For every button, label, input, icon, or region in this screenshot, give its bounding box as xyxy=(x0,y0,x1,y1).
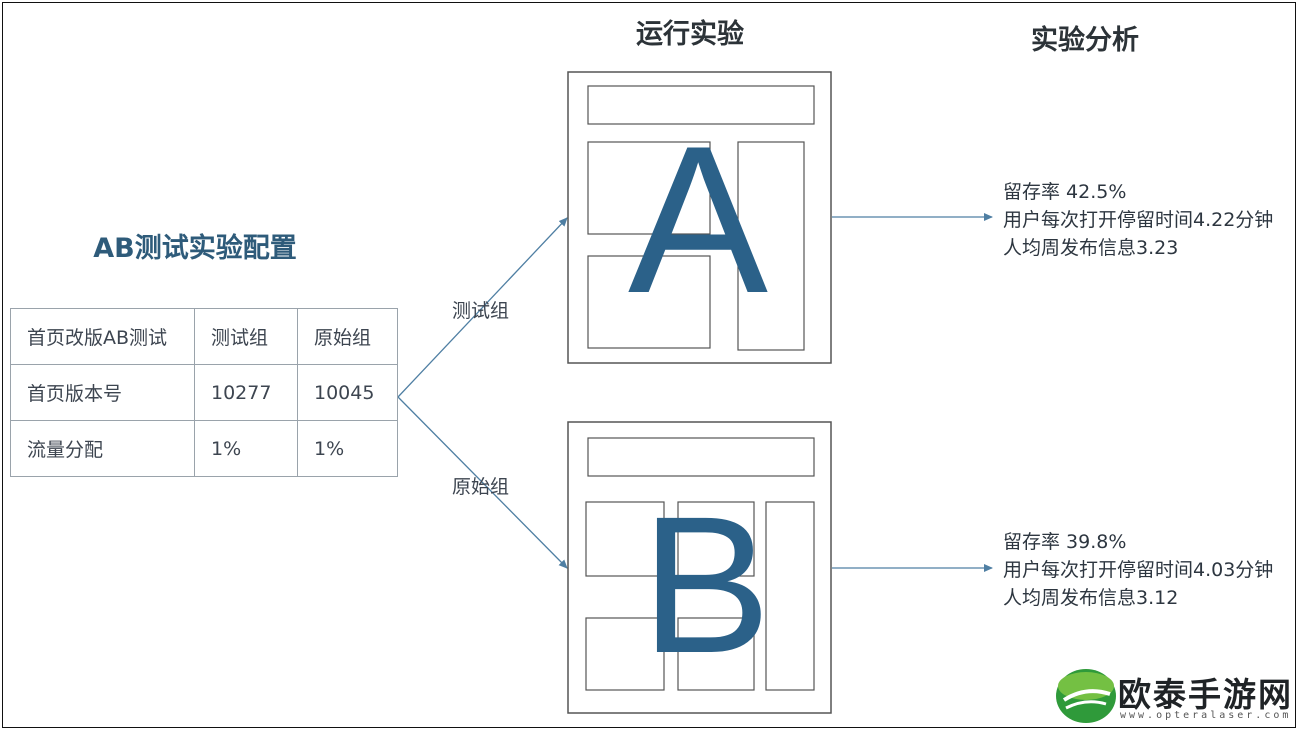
table-cell: 首页改版AB测试 xyxy=(10,308,195,365)
result-duration-a: 用户每次打开停留时间4.22分钟 xyxy=(1003,209,1274,231)
table-cell: 首页版本号 xyxy=(10,364,195,421)
arrow-to-original xyxy=(397,396,568,569)
results-a: 留存率 42.5% 用户每次打开停留时间4.22分钟 人均周发布信息3.23 xyxy=(1003,178,1273,262)
result-duration-b: 用户每次打开停留时间4.03分钟 xyxy=(1003,559,1274,581)
table-row: 首页版本号 10277 10045 xyxy=(10,364,398,421)
result-retention-a: 留存率 42.5% xyxy=(1003,181,1127,203)
config-title: AB测试实验配置 xyxy=(93,233,297,264)
result-posts-a: 人均周发布信息3.23 xyxy=(1003,237,1179,259)
table-cell: 10277 xyxy=(194,364,298,421)
watermark-text: 欧泰手游网 xyxy=(1118,675,1293,714)
table-row: 首页改版AB测试 测试组 原始组 xyxy=(10,308,398,365)
table-cell: 原始组 xyxy=(297,308,398,365)
page-mockup-a xyxy=(567,71,832,364)
watermark-logo xyxy=(1056,669,1116,723)
table-cell: 1% xyxy=(194,420,298,477)
results-b: 留存率 39.8% 用户每次打开停留时间4.03分钟 人均周发布信息3.12 xyxy=(1003,528,1273,612)
table-cell: 10045 xyxy=(297,364,398,421)
variant-letter-b: B xyxy=(641,476,771,694)
table-row: 流量分配 1% 1% xyxy=(10,420,398,477)
table-cell: 流量分配 xyxy=(10,420,195,477)
variant-letter-a: A xyxy=(628,102,768,337)
result-retention-b: 留存率 39.8% xyxy=(1003,531,1127,553)
table-cell: 测试组 xyxy=(194,308,298,365)
arrow-to-test xyxy=(397,217,568,398)
arrow-label-test-group: 测试组 xyxy=(452,300,510,322)
result-posts-b: 人均周发布信息3.12 xyxy=(1003,587,1179,609)
column-title-run: 运行实验 xyxy=(636,19,744,50)
config-table: 首页改版AB测试 测试组 原始组 首页版本号 10277 10045 流量分配 … xyxy=(10,308,398,477)
column-title-analysis: 实验分析 xyxy=(1031,25,1139,56)
page-mockup-b xyxy=(567,421,832,714)
table-cell: 1% xyxy=(297,420,398,477)
arrow-label-original-group: 原始组 xyxy=(452,476,510,498)
watermark-url: www.opteralaser.com xyxy=(1120,710,1292,721)
